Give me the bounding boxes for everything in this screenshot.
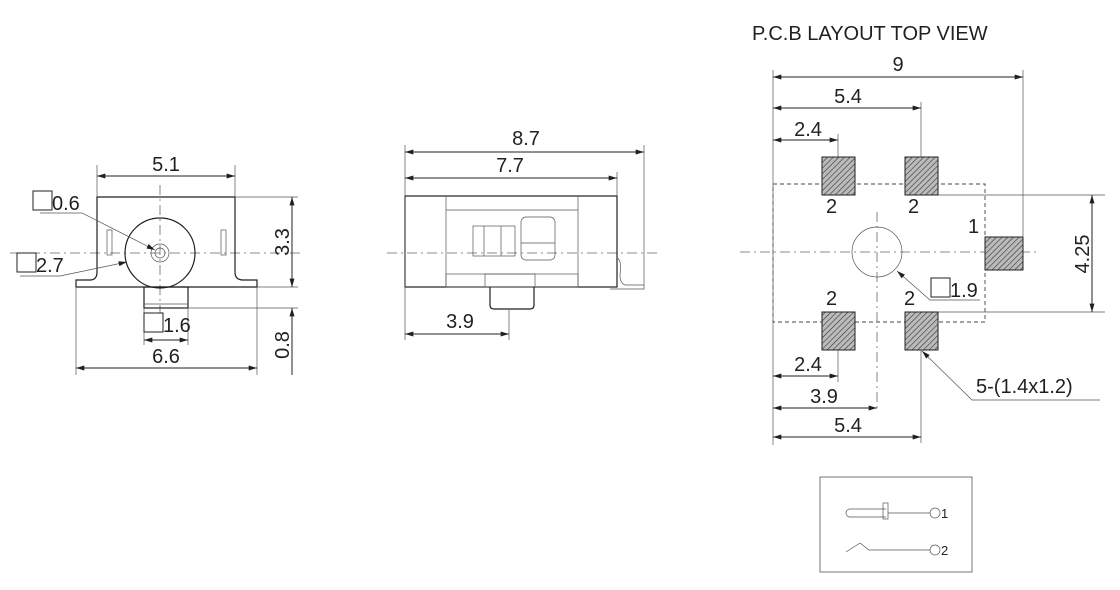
side-view: 8.7 7.7 3.9 [387,128,660,340]
dim-pad-offset-top: 2.4 [794,119,822,141]
dim-barrel-dia: 2.7 [36,255,64,277]
schematic: 1 2 [819,476,973,573]
dim-pad-pitch-vertical: 4.25 [1072,235,1094,274]
pcb-layout: P.C.B LAYOUT TOP VIEW 2 2 1 2 2 9 5.4 2.… [740,23,1105,445]
dim-base-width: 6.6 [152,346,180,368]
pad-label: 2 [904,288,915,310]
dim-hole-dia: 1.9 [950,280,978,302]
pad-label: 2 [826,288,837,310]
pin-1-label: 1 [941,506,948,521]
pin-2-label: 2 [941,543,948,558]
pad-2-top-right [904,156,939,196]
pad-spec: 5-(1.4x1.2) [976,376,1073,398]
dim-pin-dia: 0.6 [52,193,80,215]
pcb-layout-title: P.C.B LAYOUT TOP VIEW [752,23,988,45]
front-view: 5.1 3.3 0.8 6.6 1.6 0.6 2.7 [10,154,300,375]
dim-pad-span-bottom: 5.4 [834,415,862,437]
dim-width-top: 5.1 [152,154,180,176]
dim-center-offset: 3.9 [810,386,838,408]
pad-2-bottom-left [821,311,856,351]
dim-pad-offset-bottom: 2.4 [794,354,822,376]
dim-overall-length: 8.7 [512,128,540,150]
pad-1 [984,236,1024,271]
pad-label: 1 [968,216,979,238]
dim-overall-width: 9 [892,54,903,76]
dim-pad-span-top: 5.4 [834,86,862,108]
pad-label: 2 [826,196,837,218]
pad-label: 2 [908,196,919,218]
dim-height: 3.3 [272,228,294,256]
dim-boss-width: 1.6 [163,315,191,337]
pad-2-top-left [821,156,856,196]
dim-boss-offset: 3.9 [446,311,474,333]
dim-body-length: 7.7 [496,155,524,177]
dim-bottom-height: 0.8 [272,331,294,359]
pad-2-bottom-right [904,311,939,351]
